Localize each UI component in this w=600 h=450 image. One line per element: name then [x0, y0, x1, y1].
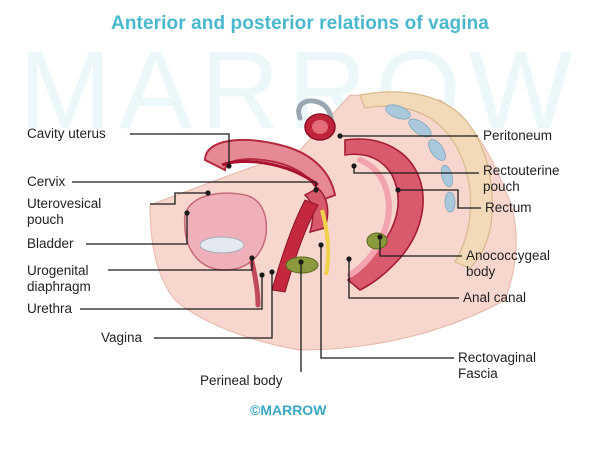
label-urogenital-diaphragm-line2: diaphragm — [27, 279, 91, 294]
label-vagina: Vagina — [101, 330, 143, 345]
leader-anococcygeal — [379, 237, 462, 257]
label-rectouterine-pouch-line2: pouch — [483, 179, 520, 194]
rectum-shape — [344, 138, 424, 291]
rectovaginal-fascia — [320, 209, 331, 276]
rectum-lumen — [347, 157, 392, 278]
footer-brand: ©MARROW — [250, 402, 327, 418]
leader-vagina — [154, 272, 273, 339]
diagram-title: Anterior and posterior relations of vagi… — [111, 13, 489, 34]
leader-dots — [184, 133, 401, 278]
perineal-body-mass — [285, 256, 319, 274]
label-rectovaginal-fascia-line1: Rectovaginal — [458, 350, 537, 365]
leader-urethra — [80, 275, 263, 310]
bladder-wall — [183, 192, 268, 271]
bladder-lumen — [199, 236, 245, 254]
label-anococcygeal-body-line1: Anococcygeal — [466, 248, 551, 263]
label-rectovaginal-fascia-line2: Fascia — [458, 366, 498, 381]
label-anococcygeal-body-line2: body — [466, 264, 496, 279]
urethra-shape — [249, 259, 261, 308]
anococcygeal-mass — [366, 232, 388, 250]
label-cervix: Cervix — [27, 174, 66, 189]
label-rectum: Rectum — [485, 200, 532, 215]
leader-bladder — [86, 213, 188, 245]
watermark-text: MARROW — [19, 29, 580, 152]
pelvis-skin — [149, 94, 517, 351]
label-cavity-uterus: Cavity uterus — [27, 126, 106, 141]
label-urethra: Urethra — [27, 301, 73, 316]
leader-rectum — [398, 189, 481, 209]
leader-rectovaginal — [320, 245, 454, 359]
uterus-body — [203, 139, 337, 202]
label-urogenital-diaphragm-line1: Urogenital — [27, 263, 89, 278]
label-rectouterine-pouch-line1: Rectouterine — [483, 163, 560, 178]
leader-uterovesical — [150, 192, 208, 205]
label-uterovesical-pouch-line2: pouch — [27, 212, 64, 227]
vagina-shape — [271, 199, 319, 293]
leader-urogenital — [108, 258, 253, 271]
leader-cavity-uterus — [130, 133, 230, 166]
leader-cervix — [72, 181, 317, 190]
label-uterovesical-pouch-line1: Uterovesical — [27, 196, 102, 211]
label-peritoneum: Peritoneum — [483, 128, 553, 143]
cervix-shape — [303, 187, 329, 234]
leader-anal-canal — [348, 259, 459, 299]
leader-lines — [72, 133, 481, 372]
label-bladder: Bladder — [27, 236, 74, 251]
label-anal-canal: Anal canal — [463, 290, 527, 305]
label-perineal-body: Perineal body — [200, 373, 283, 388]
